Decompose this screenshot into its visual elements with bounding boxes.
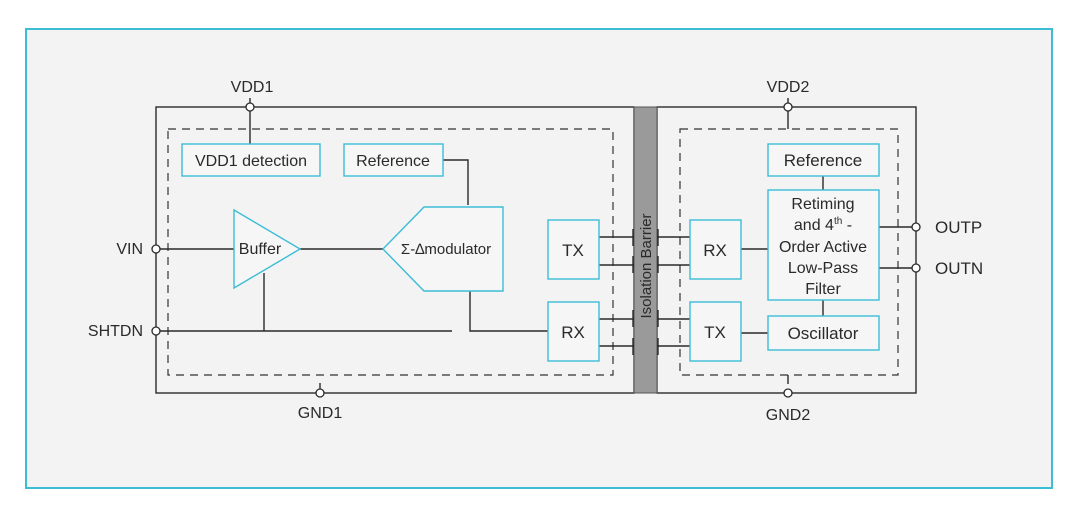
left-reference-block xyxy=(343,143,444,177)
right-dashed-region xyxy=(679,128,899,376)
isolation-barrier xyxy=(633,106,658,394)
isolation-barrier-label: Isolation Barrier xyxy=(638,213,655,318)
gnd1-pin xyxy=(315,388,325,398)
outp-pin xyxy=(911,222,921,232)
shtdn-pin-label: SHTDN xyxy=(88,323,143,340)
oscillator-block xyxy=(767,315,880,351)
left-tx-block xyxy=(547,219,600,280)
diagram-frame xyxy=(25,28,1053,489)
vdd1-pin-label: VDD1 xyxy=(231,79,274,96)
outn-pin-label: OUTN xyxy=(935,259,983,278)
modulator-label: Σ-∆modulator xyxy=(401,241,491,258)
left-rx-label: RX xyxy=(561,323,585,342)
gnd2-pin-label: GND2 xyxy=(766,407,811,424)
shtdn-pin xyxy=(151,326,161,336)
left-dashed-region xyxy=(167,128,614,376)
buffer-triangle xyxy=(233,208,302,290)
filter-block xyxy=(767,189,880,301)
filter-label-line2: and 4th - xyxy=(794,216,852,234)
buffer-label: Buffer xyxy=(239,241,282,258)
outn-pin xyxy=(911,263,921,273)
filter-label-line1: Retiming xyxy=(791,196,854,213)
gnd2-pin xyxy=(783,388,793,398)
right-reference-block xyxy=(767,143,880,177)
oscillator-label: Oscillator xyxy=(788,324,859,343)
gnd1-pin-label: GND1 xyxy=(298,405,343,422)
vin-pin xyxy=(151,244,161,254)
filter-label-line3: Order Active xyxy=(779,239,867,256)
right-tx-block xyxy=(689,301,742,362)
left-reference-label: Reference xyxy=(356,153,430,170)
filter-label-line4: Low-Pass xyxy=(788,260,858,277)
modulator-block xyxy=(382,206,504,292)
vdd1-detection-label: VDD1 detection xyxy=(195,153,307,170)
vin-pin-label: VIN xyxy=(116,241,143,258)
vdd2-pin-label: VDD2 xyxy=(767,79,810,96)
vdd1-detection-block xyxy=(181,143,321,177)
right-rx-block xyxy=(689,219,742,280)
right-tx-label: TX xyxy=(704,323,726,342)
filter-label-line5: Filter xyxy=(805,281,841,298)
vdd2-pin xyxy=(783,102,793,112)
left-tx-label: TX xyxy=(562,241,584,260)
outp-pin-label: OUTP xyxy=(935,218,982,237)
vdd1-pin xyxy=(245,102,255,112)
left-rx-block xyxy=(547,301,600,362)
right-reference-label: Reference xyxy=(784,151,862,170)
right-rx-label: RX xyxy=(703,241,727,260)
